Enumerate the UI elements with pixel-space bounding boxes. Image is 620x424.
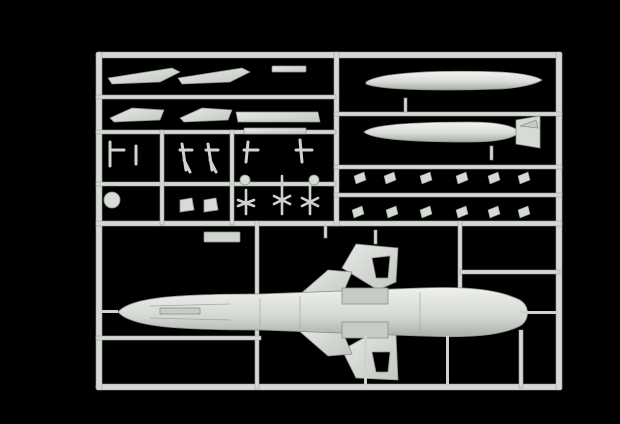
- antenna: [419, 171, 433, 185]
- runner-divider: [333, 51, 340, 227]
- sprue-frame: [95, 51, 563, 391]
- gate: [520, 311, 556, 314]
- seat-part: [179, 197, 195, 213]
- antenna-group: [323, 97, 531, 245]
- antenna: [403, 97, 408, 113]
- wing-cutout: [371, 255, 391, 279]
- runner-bottom-h2: [459, 269, 561, 275]
- antenna: [489, 145, 494, 161]
- fuel-tank: [365, 70, 543, 91]
- wheel: [308, 174, 320, 186]
- small-part: [243, 127, 307, 135]
- bomb: [363, 115, 541, 149]
- fuselage-underside: [117, 243, 528, 381]
- landing-gear-group: [108, 138, 314, 174]
- pylon-strip: [235, 111, 321, 123]
- antenna: [517, 171, 531, 185]
- antenna: [455, 171, 469, 185]
- panel-part: [203, 231, 241, 243]
- wing-upper: [341, 243, 399, 291]
- pylon: [109, 107, 165, 123]
- runner-right-1: [333, 111, 563, 117]
- seat-part: [203, 197, 219, 213]
- panel-line: [149, 292, 421, 334]
- landing-gear-leg: [204, 142, 220, 174]
- gate: [446, 336, 449, 386]
- strut: [236, 188, 256, 216]
- fuel-tank: [365, 70, 543, 91]
- small-part: [271, 65, 307, 73]
- landing-gear-leg: [242, 140, 260, 164]
- runner-middle: [95, 220, 563, 227]
- runner-right-2: [333, 164, 563, 170]
- wheel: [103, 191, 121, 209]
- runner-left-2: [95, 129, 337, 135]
- antenna: [487, 205, 501, 219]
- gate: [364, 336, 367, 386]
- landing-gear-leg: [178, 142, 194, 174]
- strut: [300, 184, 320, 216]
- wheel-well: [341, 287, 389, 305]
- gate: [102, 310, 118, 313]
- runner-left-3: [95, 181, 337, 187]
- antenna: [487, 171, 501, 185]
- bomb-fin: [519, 119, 539, 129]
- frame-bottom: [95, 383, 563, 391]
- runner-left-1: [95, 94, 337, 100]
- pylon: [179, 107, 233, 123]
- wheel-well: [159, 307, 201, 315]
- antenna: [385, 205, 399, 219]
- runner-left-v2: [229, 129, 235, 226]
- wing-cutout: [371, 351, 391, 373]
- runner-bottom-v3: [518, 329, 524, 389]
- pylon: [177, 67, 251, 85]
- landing-gear-leg: [294, 138, 314, 164]
- antenna: [351, 205, 365, 219]
- wheel-group: [103, 174, 320, 213]
- frame-top: [95, 51, 563, 59]
- strut-group: [236, 174, 320, 216]
- antenna: [353, 171, 367, 185]
- runner-bottom-h1: [95, 335, 262, 341]
- wheel: [239, 174, 251, 186]
- antenna: [323, 225, 328, 239]
- runner-right-3: [333, 192, 563, 198]
- antenna: [455, 205, 469, 219]
- wheel-well: [341, 321, 389, 339]
- pylon-group: [107, 65, 321, 135]
- antenna: [383, 171, 397, 185]
- antenna: [419, 205, 433, 219]
- antenna: [517, 205, 531, 219]
- landing-gear-leg: [108, 140, 126, 168]
- pylon: [107, 67, 181, 85]
- strut: [272, 174, 292, 216]
- runner-left-v1: [159, 129, 165, 226]
- gate-group: [102, 310, 556, 386]
- antenna: [373, 229, 378, 245]
